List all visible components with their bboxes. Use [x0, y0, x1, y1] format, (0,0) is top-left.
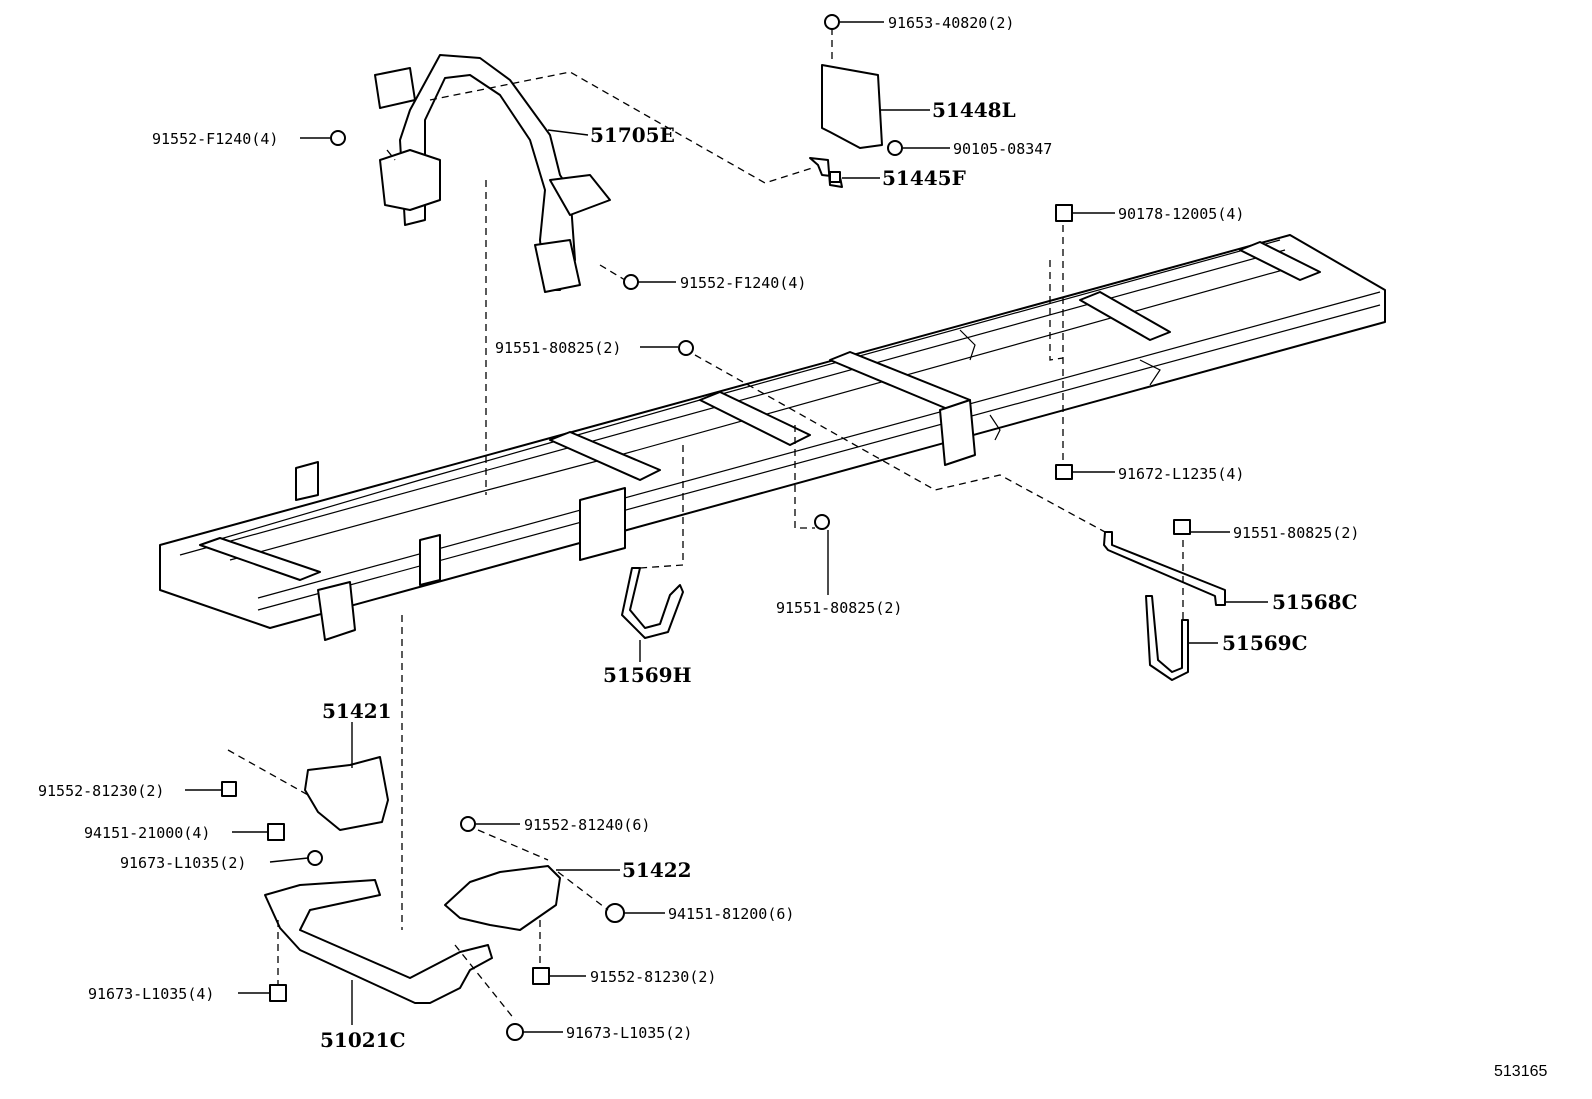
label-91552-F1240-mid: 91552-F1240(4): [680, 274, 806, 292]
label-94151-81200: 94151-81200(6): [668, 905, 794, 923]
part-51448L-plate: [821, 64, 883, 149]
label-90105-08347: 90105-08347: [953, 140, 1052, 158]
part-51569C-band: [1145, 595, 1189, 681]
part-51569H-band: [621, 567, 684, 639]
label-51569H: 51569H: [603, 663, 691, 687]
label-51421: 51421: [322, 699, 392, 723]
part-51422-bracket: [444, 865, 561, 931]
label-91673-L1035-lower: 91673-L1035(4): [88, 985, 214, 1003]
label-91673-L1035-upper: 91673-L1035(2): [120, 854, 246, 872]
label-91552-81230-lower: 91552-81230(2): [590, 968, 716, 986]
label-51568C: 51568C: [1272, 590, 1358, 614]
label-94151-21000: 94151-21000(4): [84, 824, 210, 842]
label-91653-40820: 91653-40820(2): [888, 14, 1014, 32]
label-91552-81230-left: 91552-81230(2): [38, 782, 164, 800]
label-91552-F1240-top: 91552-F1240(4): [152, 130, 278, 148]
part-51421-bracket: [304, 756, 389, 831]
label-90178-12005: 90178-12005(4): [1118, 205, 1244, 223]
label-51569C: 51569C: [1222, 631, 1308, 655]
label-51021C: 51021C: [320, 1028, 406, 1052]
label-51422: 51422: [622, 858, 692, 882]
label-91551-80825-top: 91551-80825(2): [495, 339, 621, 357]
fastener-icons: [221, 14, 1191, 1041]
label-91552-81240: 91552-81240(6): [524, 816, 650, 834]
label-51705E: 51705E: [590, 123, 675, 147]
leader-lines: [185, 21, 1268, 1033]
label-91551-80825-mid: 91551-80825(2): [776, 599, 902, 617]
part-51021C-crossmember: [264, 879, 493, 1004]
part-51568C-strap: [1103, 531, 1226, 606]
diagram-id: 513165: [1494, 1063, 1547, 1080]
label-91551-80825-right: 91551-80825(2): [1233, 524, 1359, 542]
label-91672-L1235: 91672-L1235(4): [1118, 465, 1244, 483]
label-91673-L1035-bottom: 91673-L1035(2): [566, 1024, 692, 1042]
chassis-frame: [159, 234, 1386, 641]
part-51705E-bracket: [374, 54, 611, 293]
label-51448L: 51448L: [932, 98, 1016, 122]
assembly-lines: [227, 28, 1184, 1021]
label-51445F: 51445F: [882, 166, 966, 190]
